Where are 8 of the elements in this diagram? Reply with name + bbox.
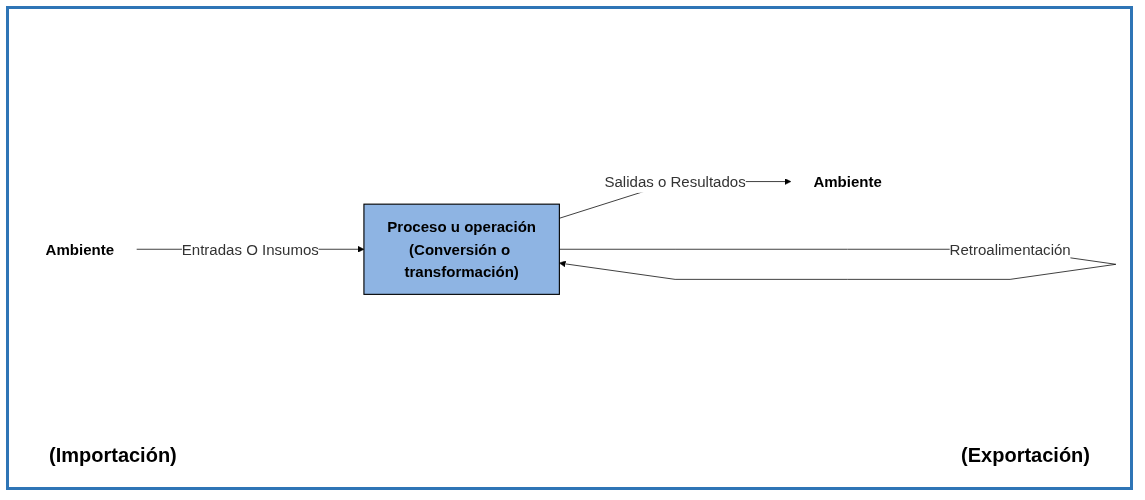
edge-label: Salidas o Resultados <box>604 173 746 190</box>
side-note: (Importación) <box>49 444 177 467</box>
node-text: Ambiente <box>45 240 115 258</box>
edge-label: Retroalimentación <box>949 240 1071 258</box>
node-text: Ambiente <box>813 173 882 190</box>
side-note: (Exportación) <box>961 444 1090 467</box>
edge-label: Entradas O Insumos <box>181 240 319 258</box>
node-box: Proceso u operación (Conversión o transformación) <box>363 203 560 295</box>
